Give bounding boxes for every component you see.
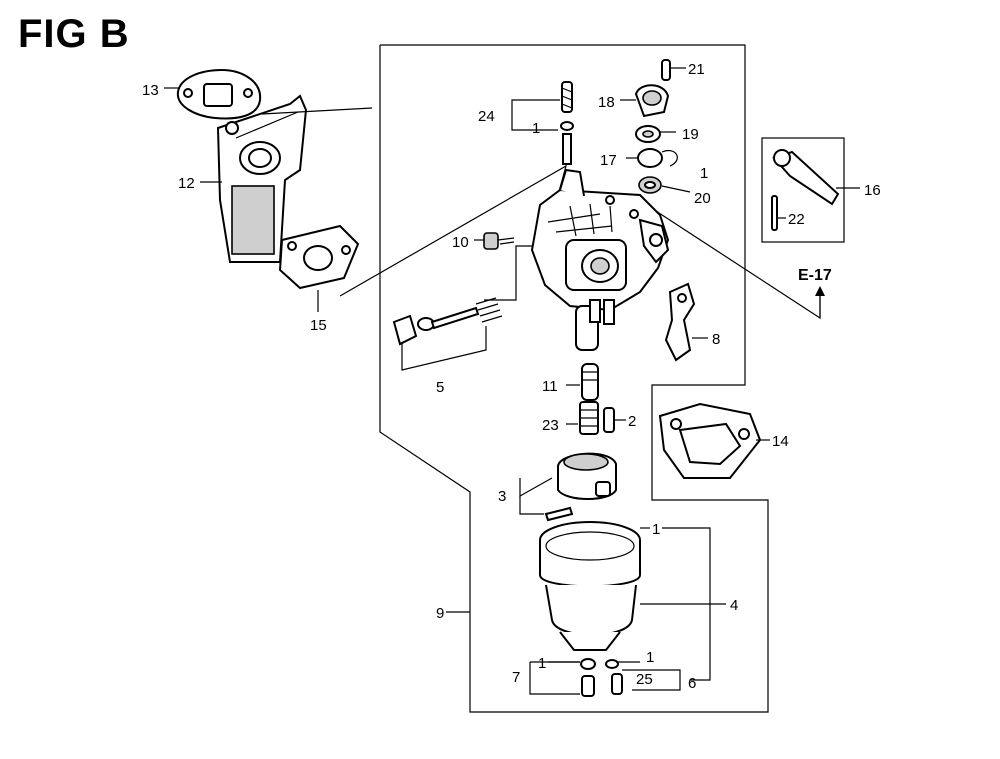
label-5: 5 xyxy=(436,379,444,396)
part-3-float xyxy=(519,452,617,522)
part-21-screw xyxy=(661,59,671,81)
part-11-jet xyxy=(581,363,599,401)
label-10: 10 xyxy=(452,234,469,251)
label-24: 24 xyxy=(478,108,495,125)
label-4: 4 xyxy=(730,597,738,614)
label-11: 11 xyxy=(542,378,558,395)
label-21: 21 xyxy=(688,61,705,78)
leader-lines xyxy=(164,67,860,691)
label-6: 6 xyxy=(688,675,696,692)
label-1d: 1 xyxy=(538,655,546,672)
label-3: 3 xyxy=(498,488,506,505)
reference-arrow xyxy=(815,286,825,318)
label-13: 13 xyxy=(142,82,159,99)
part-5-pilot-screw xyxy=(392,297,503,371)
label-8: 8 xyxy=(712,331,720,348)
label-19: 19 xyxy=(682,126,699,143)
part-10-screw xyxy=(483,232,515,250)
label-12: 12 xyxy=(178,175,195,192)
label-20: 20 xyxy=(694,190,711,207)
part-24-screw xyxy=(511,81,574,165)
label-e17: E-17 xyxy=(798,267,832,284)
part-18-cover xyxy=(634,84,670,118)
label-1b: 1 xyxy=(700,165,708,182)
carburetor-body xyxy=(530,168,670,351)
part-15-gasket xyxy=(278,224,360,290)
label-2: 2 xyxy=(628,413,636,430)
part-2-jet xyxy=(603,407,615,433)
part-20-oring xyxy=(638,176,662,194)
label-1a: 1 xyxy=(532,120,540,137)
part-labels: 13 12 15 10 5 24 1 18 21 19 17 1 20 8 11… xyxy=(142,61,881,692)
label-1c: 1 xyxy=(652,521,660,538)
part-4-float-bowl xyxy=(539,521,641,651)
part-8-float-pin xyxy=(664,282,696,362)
part-16-valve xyxy=(771,149,840,231)
label-9: 9 xyxy=(436,605,444,622)
label-1e: 1 xyxy=(646,649,654,666)
label-15: 15 xyxy=(310,317,327,334)
figure-title: FIG B xyxy=(18,12,130,56)
part-14-gasket xyxy=(658,402,762,479)
part-25-screw xyxy=(605,659,623,695)
part-13-gasket xyxy=(176,68,262,120)
label-16: 16 xyxy=(864,182,881,199)
label-18: 18 xyxy=(598,94,615,111)
part-23-nozzle xyxy=(579,401,599,435)
label-7: 7 xyxy=(512,669,520,686)
assembly-frame xyxy=(379,44,845,713)
part-17-valve xyxy=(637,148,678,168)
part-19-washer xyxy=(635,125,661,143)
part-12-insulator xyxy=(216,94,308,263)
label-17: 17 xyxy=(600,152,617,169)
label-14: 14 xyxy=(772,433,789,450)
label-23: 23 xyxy=(542,417,559,434)
label-22: 22 xyxy=(788,211,805,228)
label-25: 25 xyxy=(636,671,653,688)
